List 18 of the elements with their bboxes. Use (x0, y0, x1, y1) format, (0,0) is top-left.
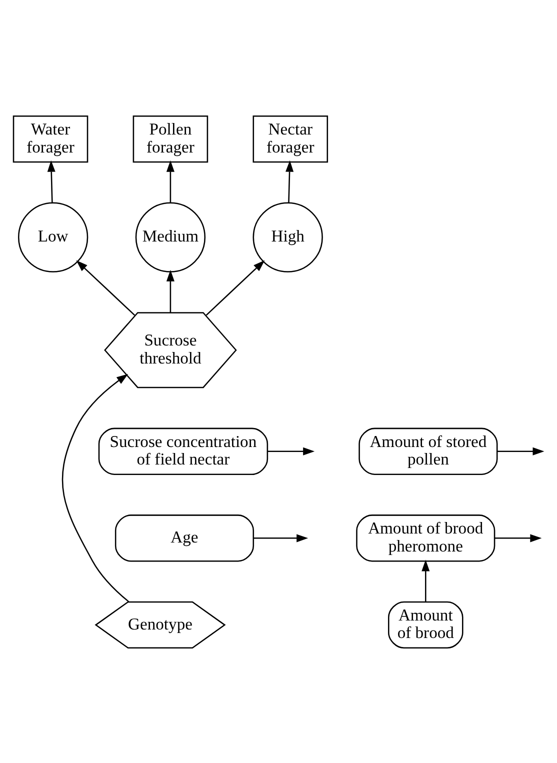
arrow (422, 559, 430, 602)
arrow (166, 160, 174, 202)
node-box: Age (114, 514, 254, 562)
arrow (286, 160, 294, 202)
arrow (206, 260, 265, 316)
node-circle: Medium (135, 202, 206, 272)
node-box: Nectar forager (252, 114, 328, 162)
node-box: Amount of stored pollen (358, 427, 498, 474)
node-box: Pollen forager (132, 114, 208, 162)
node-box: Amount of brood (388, 600, 464, 648)
arrow (62, 373, 130, 602)
arrow (166, 269, 174, 312)
arrow (47, 160, 56, 202)
arrow (76, 260, 136, 316)
node-box: Sucrose concentration of field nectar (98, 427, 268, 474)
arrow (268, 446, 315, 455)
node-box: Water forager (12, 114, 88, 162)
node-box: Amount of brood pheromone (356, 514, 496, 562)
